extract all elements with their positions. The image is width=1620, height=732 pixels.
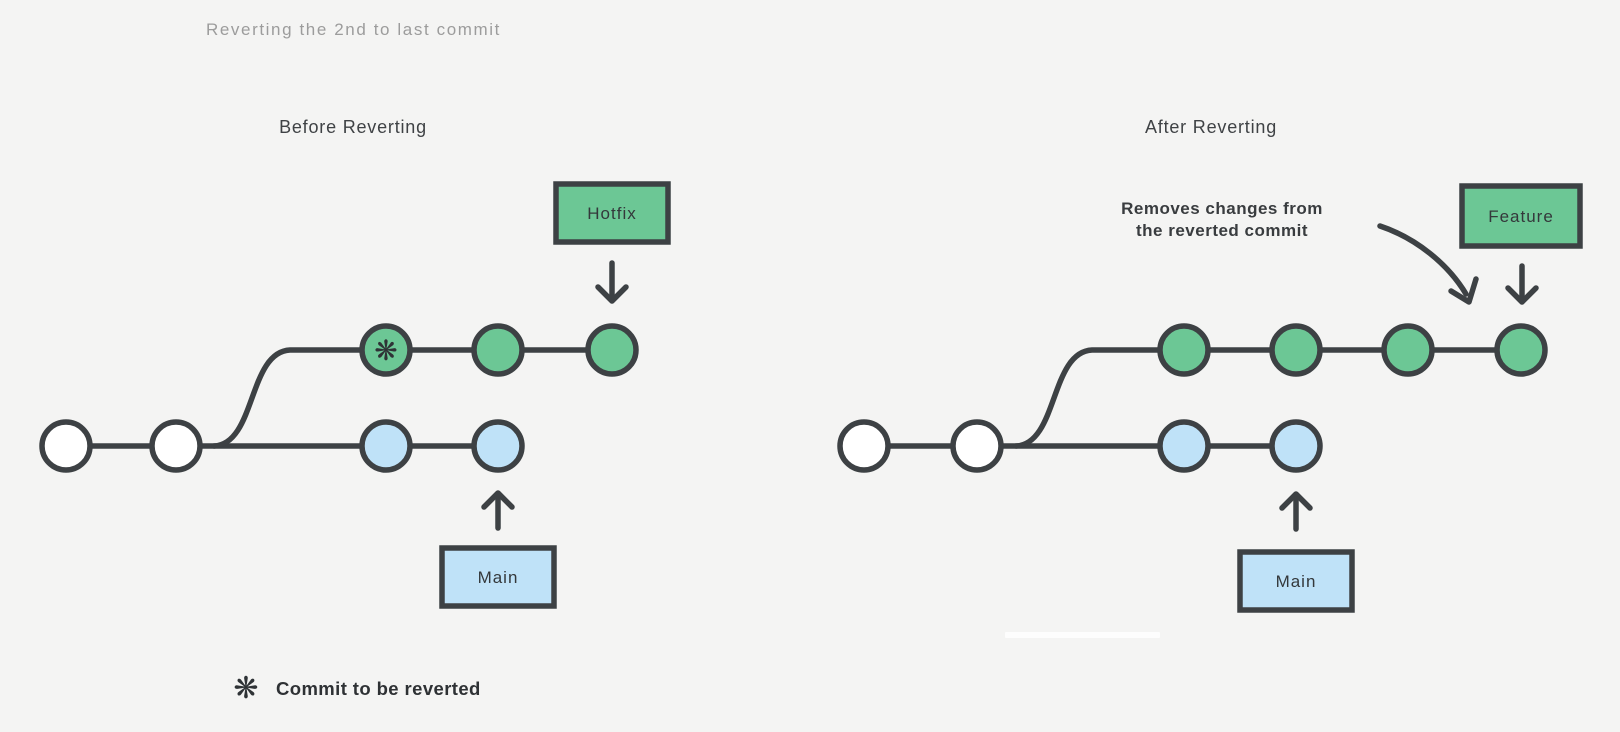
after-main-commit-2: [950, 419, 1004, 473]
revert-marker-icon: ❋: [374, 334, 397, 367]
feature-label: Feature: [1488, 207, 1554, 226]
legend-label: Commit to be reverted: [276, 678, 481, 699]
before-hotfix-branch-line: [211, 347, 615, 449]
before-main-commit-2: [149, 419, 203, 473]
before-main-label: Main: [478, 568, 519, 587]
white-strip-divider: [1005, 632, 1160, 638]
hotfix-label: Hotfix: [587, 204, 636, 223]
after-diagram: After Reverting Removes changes from the…: [837, 117, 1583, 638]
before-heading: Before Reverting: [279, 117, 427, 137]
legend: ❋ Commit to be reverted: [233, 671, 480, 706]
annotation-curved-arrow-icon: [1377, 223, 1469, 297]
after-main-label: Main: [1276, 572, 1317, 591]
feature-branch-tag: Feature: [1459, 183, 1583, 305]
before-branch-commit-1-reverted: [359, 323, 413, 377]
after-branch-commit-2: [1269, 323, 1323, 377]
annotation-arrowhead-icon: [1448, 276, 1479, 305]
feature-arrowhead-icon: [1505, 285, 1539, 305]
after-main-arrowhead-icon: [1279, 491, 1313, 511]
annotation-line-1: Removes changes from: [1121, 199, 1323, 218]
after-heading: After Reverting: [1145, 117, 1277, 137]
feature-box: [1459, 183, 1583, 249]
after-branch-commit-3: [1381, 323, 1435, 377]
before-branch-commit-3: [585, 323, 639, 377]
before-main-commit-4: [471, 419, 525, 473]
after-main-commit-3: [1157, 419, 1211, 473]
before-branch-commit-2: [471, 323, 525, 377]
hotfix-branch-tag: Hotfix: [553, 181, 671, 304]
before-main-arrowhead-icon: [481, 490, 515, 510]
annotation-line-2: the reverted commit: [1136, 221, 1308, 240]
after-branch-commit-1: [1157, 323, 1211, 377]
after-main-tag: Main: [1237, 491, 1355, 613]
after-main-commit-4: [1269, 419, 1323, 473]
after-main-commit-1: [837, 419, 891, 473]
before-main-commit-1: [39, 419, 93, 473]
before-diagram: Before Reverting ❋ Hotfix Main: [39, 117, 671, 609]
after-branch-commit-4-revert: [1494, 323, 1548, 377]
before-main-box: [439, 545, 557, 609]
before-main-tag: Main: [439, 490, 557, 609]
before-main-commit-3: [359, 419, 413, 473]
after-main-box: [1237, 549, 1355, 613]
hotfix-box: [553, 181, 671, 245]
page-title: Reverting the 2nd to last commit: [206, 20, 501, 39]
hotfix-arrowhead-icon: [595, 284, 629, 304]
legend-revert-marker-icon: ❋: [233, 671, 258, 706]
after-feature-branch-line: [1013, 347, 1524, 449]
